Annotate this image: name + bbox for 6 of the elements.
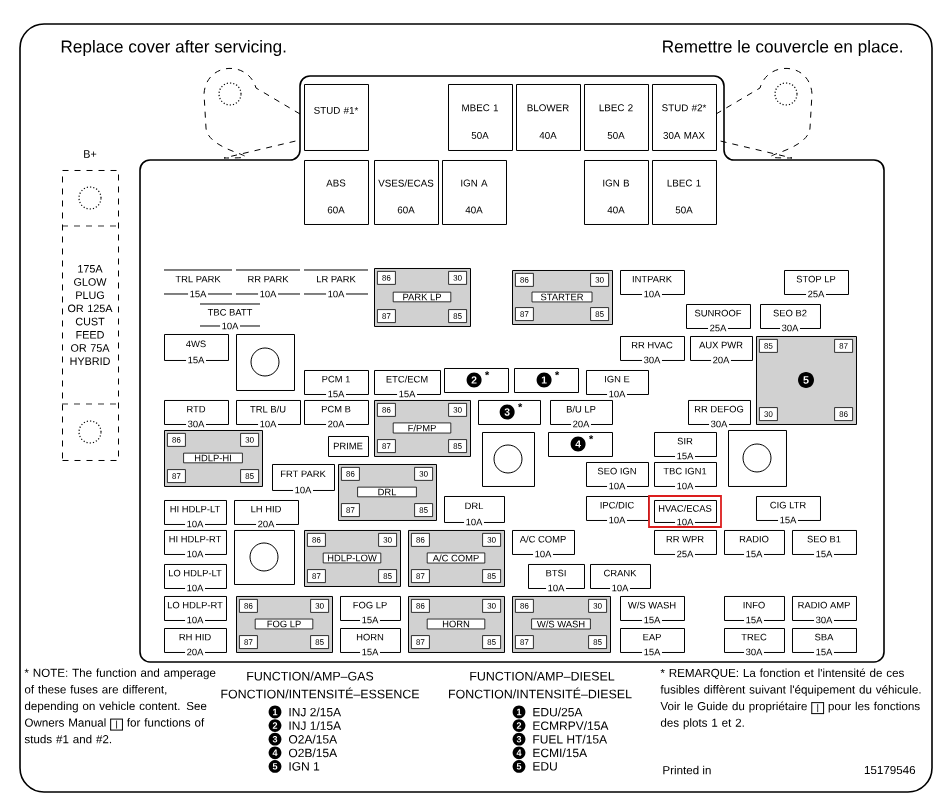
heading: Replace cover after servicing. bbox=[61, 40, 286, 56]
heading: Remettre le couvercle en place. bbox=[663, 40, 902, 56]
circle-socket bbox=[234, 530, 295, 585]
circle-socket bbox=[728, 430, 787, 487]
circle-socket bbox=[236, 334, 295, 391]
circle-socket bbox=[482, 432, 535, 487]
